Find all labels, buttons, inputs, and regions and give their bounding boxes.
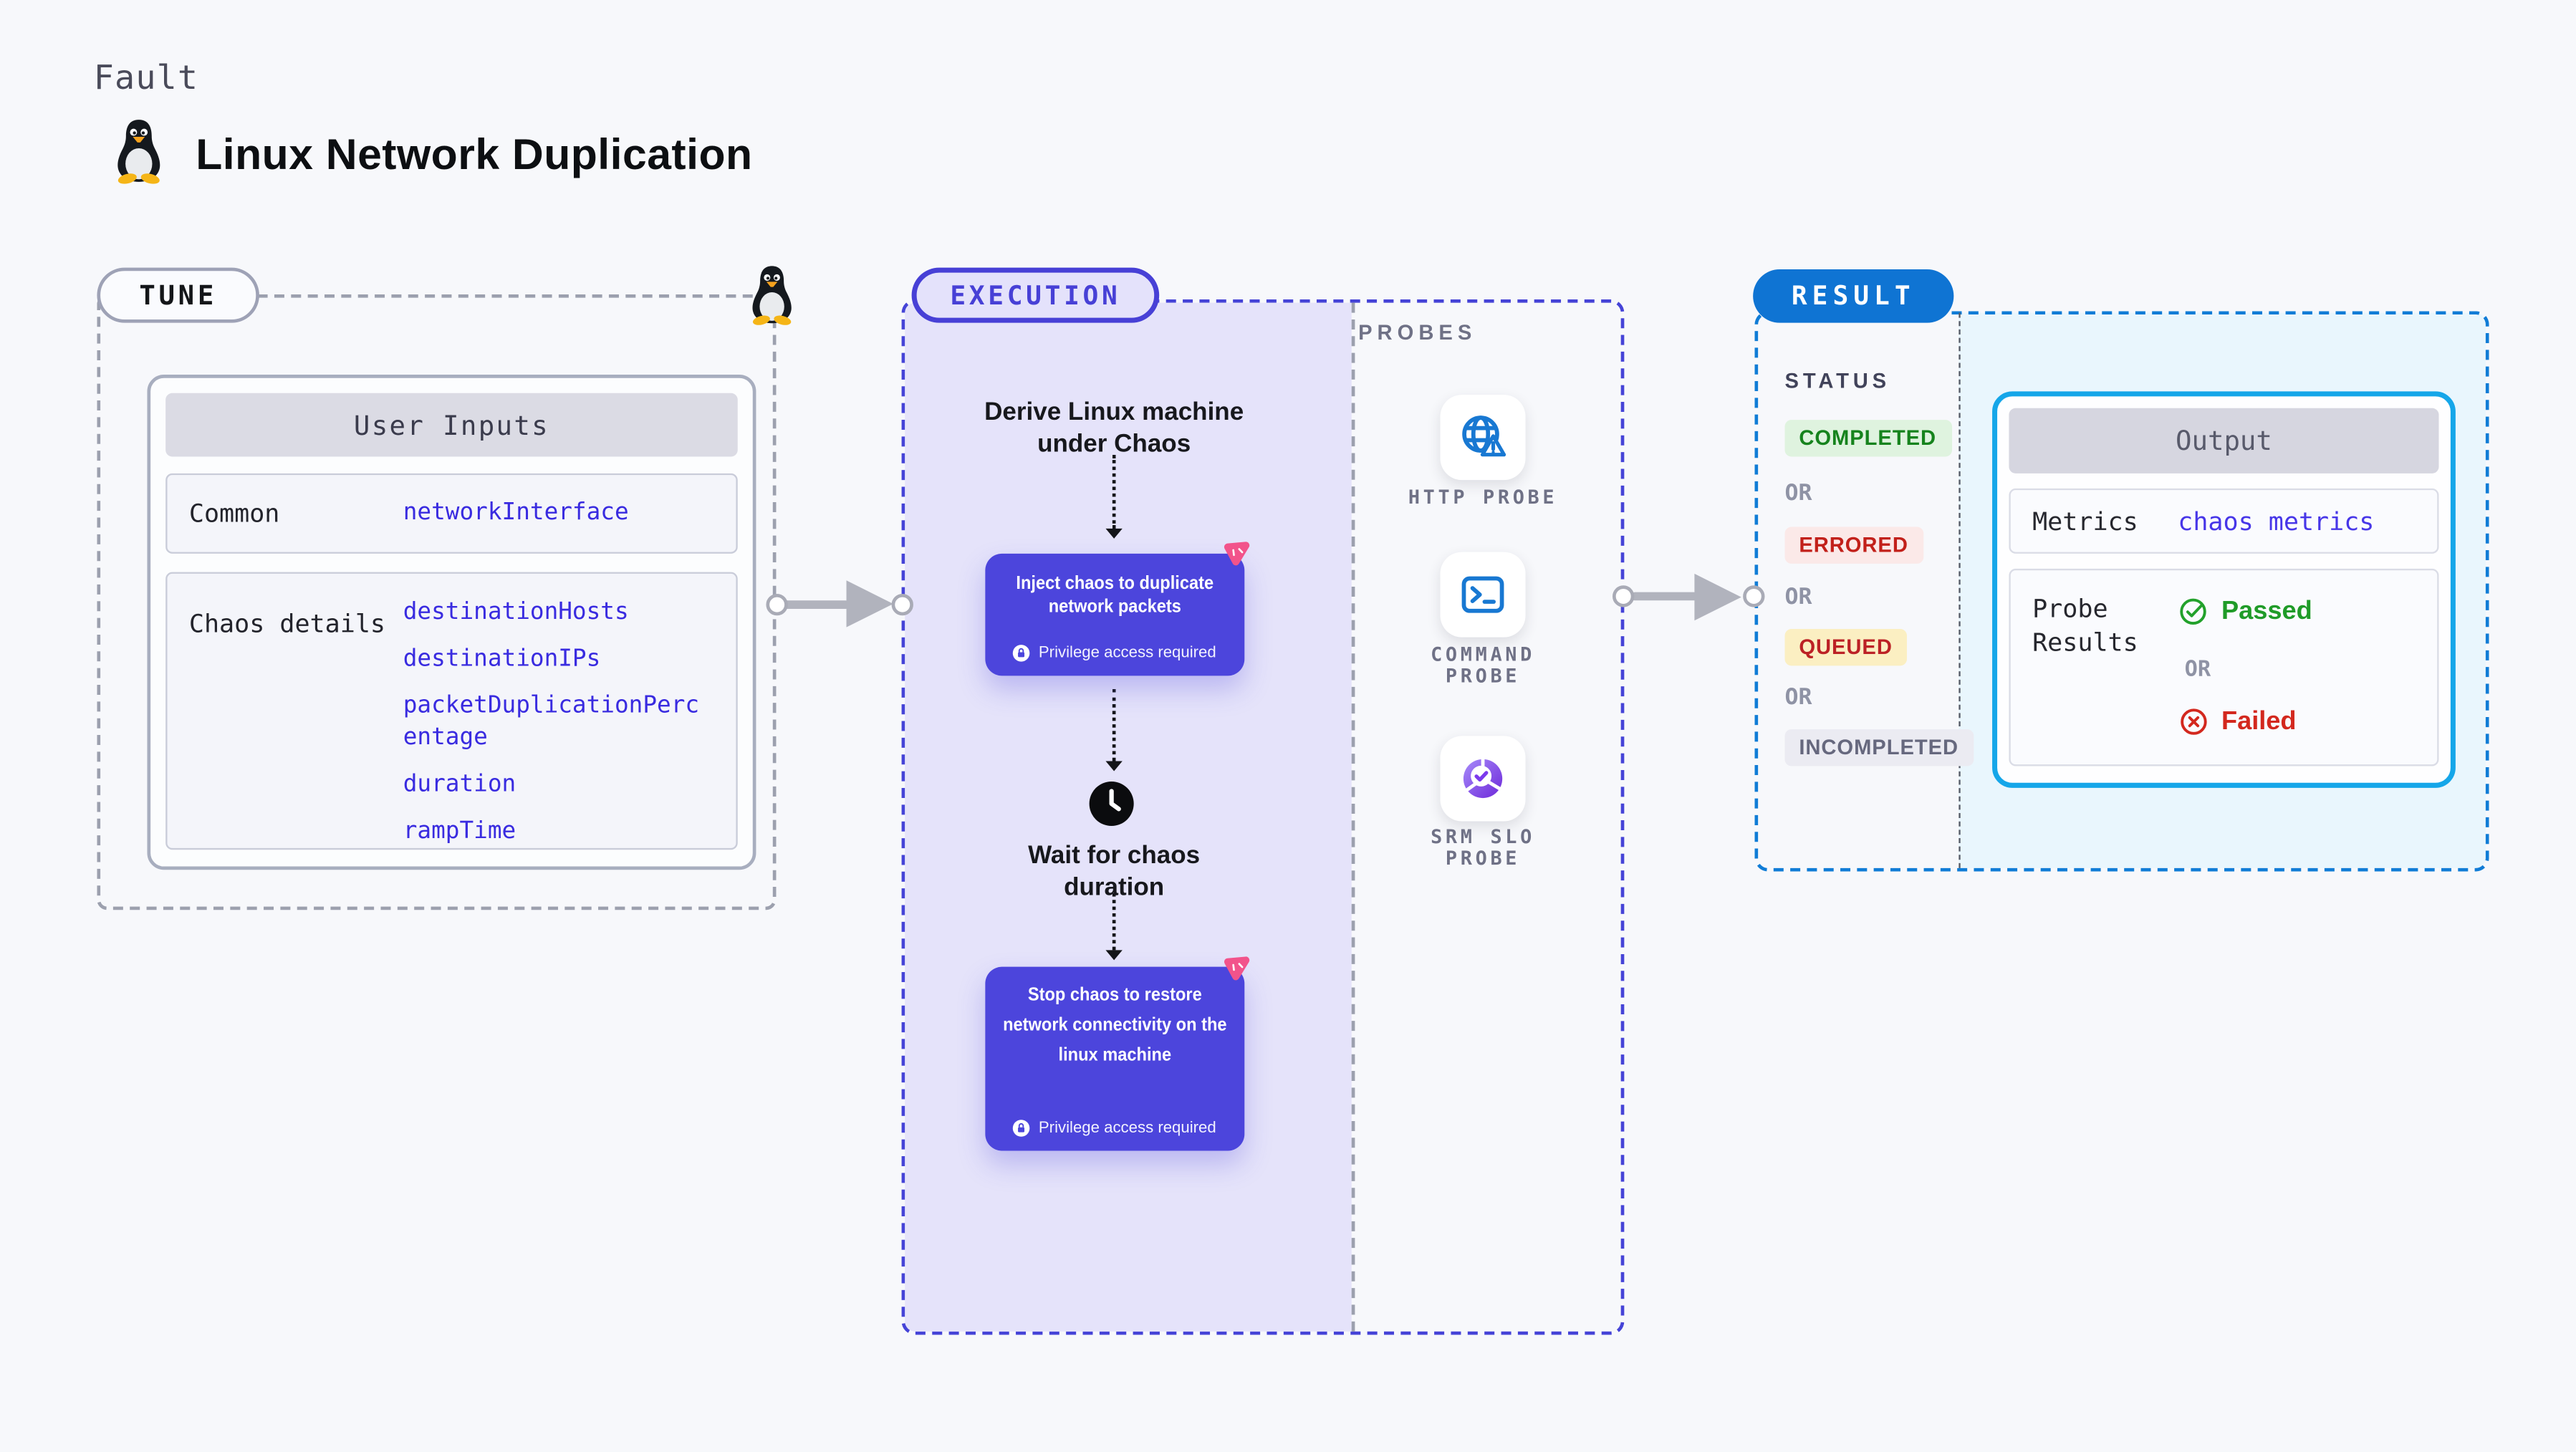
connector-start-dot — [765, 592, 787, 615]
connector-end-dot — [890, 592, 913, 615]
param-link-destinationHosts[interactable]: destinationHosts — [403, 598, 629, 626]
metrics-row: Metrics chaos metrics — [2009, 488, 2439, 554]
clock-icon — [1087, 779, 1136, 836]
connector-start-dot — [1612, 585, 1635, 607]
fault-eyebrow: Fault — [93, 57, 199, 97]
flow-arrowhead — [1105, 528, 1123, 539]
failed-result: Failed — [2178, 706, 2297, 737]
tune-badge: TUNE — [97, 267, 259, 323]
row-label: Chaos details — [188, 608, 386, 639]
inject-chaos-step: Inject chaos to duplicate network packet… — [984, 552, 1244, 675]
srm-slo-probe-label: SRM SLO PROBE — [1431, 824, 1535, 870]
param-link-packetDuplicationPercentage[interactable]: packetDuplicationPercentage — [403, 692, 700, 751]
user-inputs-header: User Inputs — [165, 393, 738, 457]
param-link-rampTime[interactable]: rampTime — [403, 817, 516, 845]
status-badge-errored: ERRORED — [1784, 526, 1923, 563]
table-row-chaos-details: Chaos details destinationHosts destinati… — [165, 572, 738, 850]
flow-arrow — [1112, 893, 1116, 951]
http-probe-label: HTTP PROBE — [1408, 484, 1558, 508]
lock-icon — [1012, 1120, 1030, 1137]
derive-step-label: Derive Linux machine under Chaos — [984, 397, 1244, 458]
x-circle-icon — [2181, 708, 2207, 735]
or-separator: OR — [1784, 480, 1812, 507]
connector-line — [782, 600, 850, 608]
connector-end-dot — [1743, 585, 1765, 607]
param-link-networkInterface[interactable]: networkInterface — [403, 499, 629, 527]
or-separator: OR — [2184, 657, 2211, 683]
probe-results-row: Probe Results Passed OR Failed — [2009, 568, 2439, 766]
srm-slo-probe-card — [1440, 735, 1526, 821]
chaos-logo-icon — [1219, 537, 1251, 569]
flow-arrowhead — [1105, 950, 1123, 961]
check-circle-icon — [2180, 598, 2206, 625]
connector-arrowhead — [846, 580, 893, 628]
probes-heading: PROBES — [1358, 321, 1477, 345]
chaos-params-list: destinationHosts destinationIPs packetDu… — [403, 597, 708, 848]
param-link-duration[interactable]: duration — [403, 771, 516, 798]
passed-label: Passed — [2221, 596, 2312, 625]
flow-arrow — [1112, 689, 1116, 761]
http-probe-card — [1440, 393, 1526, 479]
table-row-common: Common networkInterface — [165, 473, 738, 554]
probe-results-label: Probe Results — [2032, 593, 2138, 658]
execution-probes-divider — [1351, 302, 1355, 1331]
status-badge-incompleted: INCOMPLETED — [1784, 728, 1974, 766]
tux-penguin-icon-small — [746, 263, 797, 335]
privilege-note: Privilege access required — [1038, 1119, 1216, 1138]
output-header: Output — [2009, 408, 2439, 473]
execution-badge: EXECUTION — [911, 267, 1160, 323]
globe-alert-icon — [1462, 415, 1506, 456]
privilege-note-row: Privilege access required — [984, 643, 1244, 662]
row-label: Common — [188, 498, 280, 529]
status-badge-completed: COMPLETED — [1784, 418, 1952, 456]
terminal-icon — [1461, 576, 1504, 613]
tux-penguin-icon — [110, 117, 167, 192]
metrics-label: Metrics — [2032, 506, 2138, 537]
failed-label: Failed — [2221, 706, 2297, 736]
command-probe-label: COMMAND PROBE — [1431, 641, 1535, 688]
flow-arrowhead — [1105, 761, 1123, 771]
connector-line — [1630, 592, 1698, 601]
lock-icon — [1012, 643, 1030, 661]
stop-chaos-step: Stop chaos to restore network connectivi… — [984, 966, 1244, 1151]
flow-arrow — [1112, 455, 1116, 529]
inject-chaos-label: Inject chaos to duplicate network packet… — [1015, 572, 1213, 617]
command-probe-card — [1440, 552, 1526, 638]
metrics-value-link[interactable]: chaos metrics — [2178, 506, 2375, 537]
passed-result: Passed — [2178, 595, 2312, 627]
privilege-note: Privilege access required — [1038, 643, 1216, 662]
chaos-logo-icon — [1219, 951, 1251, 983]
page-title: Linux Network Duplication — [196, 128, 753, 179]
or-separator: OR — [1784, 683, 1812, 711]
slo-gauge-icon — [1463, 757, 1503, 797]
user-inputs-card: User Inputs Common networkInterface Chao… — [147, 375, 756, 870]
result-divider — [1959, 312, 1961, 868]
status-heading: STATUS — [1784, 370, 1890, 393]
result-badge: RESULT — [1753, 269, 1954, 322]
or-separator: OR — [1784, 582, 1812, 610]
privilege-note-row: Privilege access required — [984, 1119, 1244, 1138]
status-badge-queued: QUEUED — [1784, 628, 1908, 665]
param-link-destinationIPs[interactable]: destinationIPs — [403, 645, 601, 673]
connector-arrowhead — [1694, 572, 1741, 620]
output-card: Output Metrics chaos metrics Probe Resul… — [1992, 391, 2456, 788]
stop-chaos-label: Stop chaos to restore network connectivi… — [1001, 985, 1226, 1065]
wait-step-label: Wait for chaos duration — [1028, 840, 1201, 902]
